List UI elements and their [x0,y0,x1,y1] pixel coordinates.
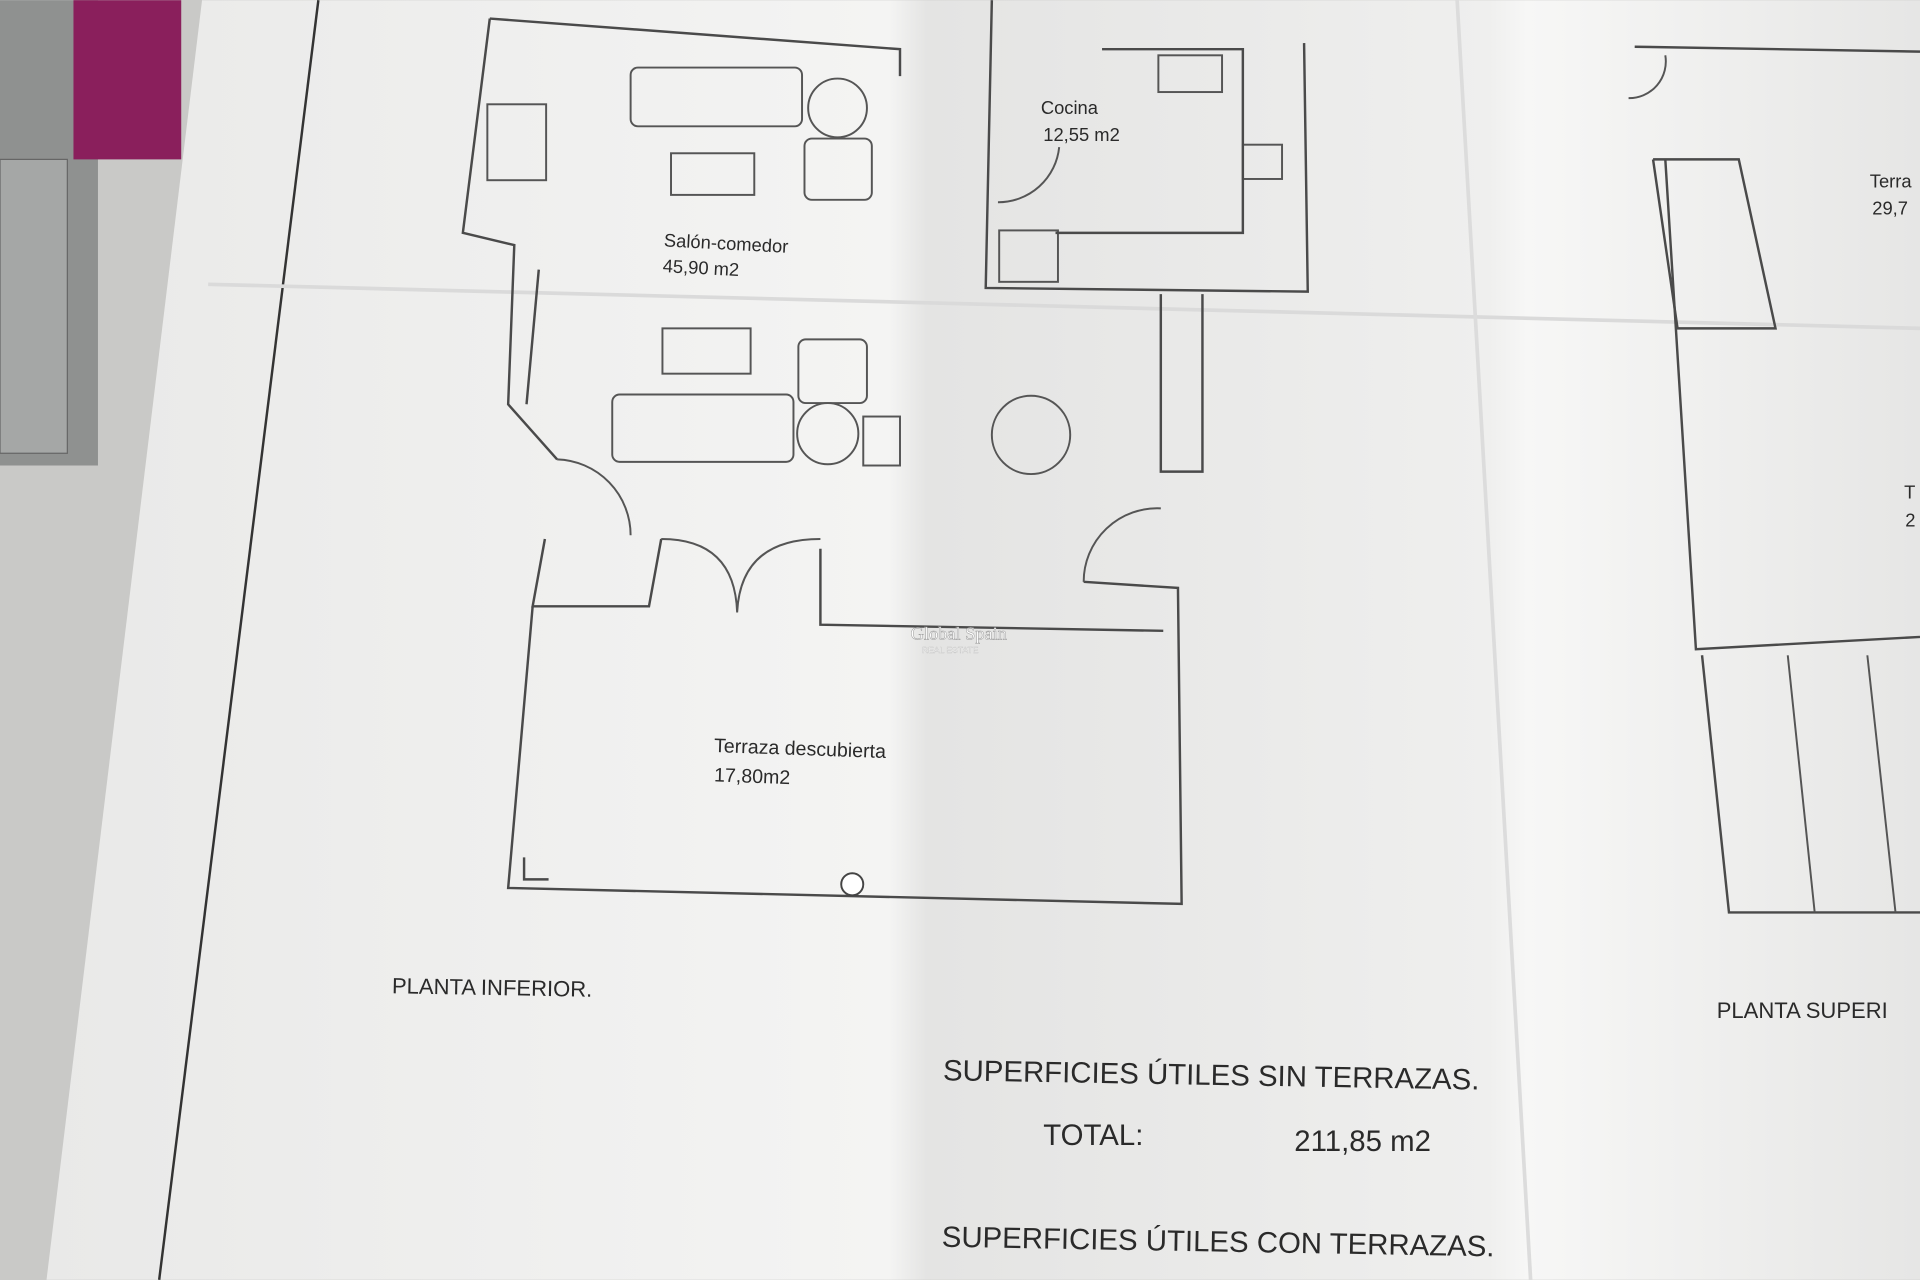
desk-objects [0,0,182,466]
room-area-kitchen: 12,55 m2 [1043,124,1120,145]
summary-total-label: TOTAL: [1043,1119,1143,1152]
lower-floor-walls [461,0,1309,906]
summary-total-value: 211,85 m2 [1294,1125,1431,1158]
room-area-upper-2: 2 [1905,510,1915,531]
furniture [486,47,1284,476]
watermark-sub: REAL ESTATE [922,645,979,655]
room-label-upper-terrace: Terra [1870,171,1913,192]
room-area-upper-terrace: 29,7 [1872,197,1908,218]
room-label-upper-2: T [1904,482,1915,503]
plan-label-lower: PLANTA INFERIOR. [392,973,593,1001]
column-icon [840,872,865,897]
plan-label-upper: PLANTA SUPERI [1717,998,1888,1023]
room-label-kitchen: Cocina [1041,97,1099,118]
room-area-terrace: 17,80m2 [714,764,791,789]
room-area-living: 45,90 m2 [662,255,740,280]
paper-sheet [46,0,1920,1280]
watermark-brand: Global Spain [911,623,1007,643]
upper-floor-walls [1628,45,1920,914]
